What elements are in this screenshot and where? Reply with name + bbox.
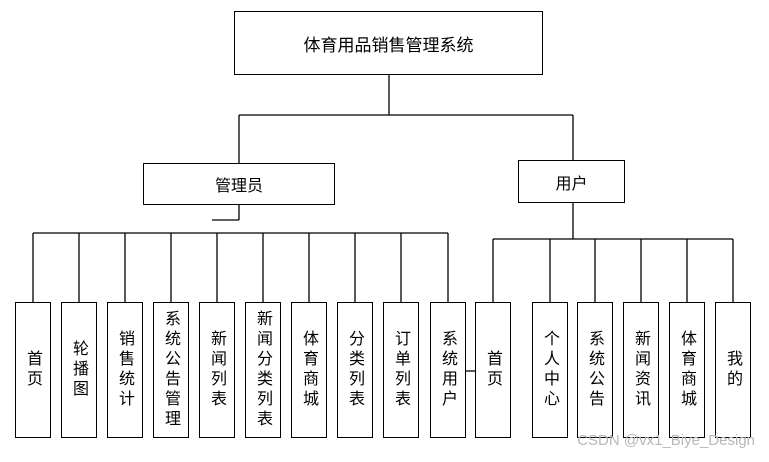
admin-module-sports-mall: 体育商城 [291, 302, 327, 438]
user-module-news: 新闻资讯 [623, 302, 659, 438]
user-role-box: 用户 [518, 160, 625, 203]
admin-module-carousel: 轮播图 [61, 302, 97, 438]
admin-module-news-category-list: 新闻分类列表 [245, 302, 281, 438]
admin-module-category-list: 分类列表 [337, 302, 373, 438]
admin-module-sales-stats: 销售统计 [107, 302, 143, 438]
csdn-watermark: CSDN @vx1_Biye_Design [577, 432, 755, 449]
admin-module-order-list: 订单列表 [383, 302, 419, 438]
user-module-sports-mall: 体育商城 [669, 302, 705, 438]
admin-module-system-users: 系统用户 [430, 302, 466, 438]
admin-module-news-list: 新闻列表 [199, 302, 235, 438]
user-module-announcements: 系统公告 [577, 302, 613, 438]
user-module-home: 首页 [475, 302, 511, 438]
admin-module-announcement-mgmt: 系统公告管理 [153, 302, 189, 438]
admin-module-home: 首页 [15, 302, 51, 438]
system-title-box: 体育用品销售管理系统 [234, 11, 543, 75]
admin-role-box: 管理员 [143, 163, 335, 205]
user-module-personal-center: 个人中心 [532, 302, 568, 438]
user-module-mine: 我的 [715, 302, 751, 438]
